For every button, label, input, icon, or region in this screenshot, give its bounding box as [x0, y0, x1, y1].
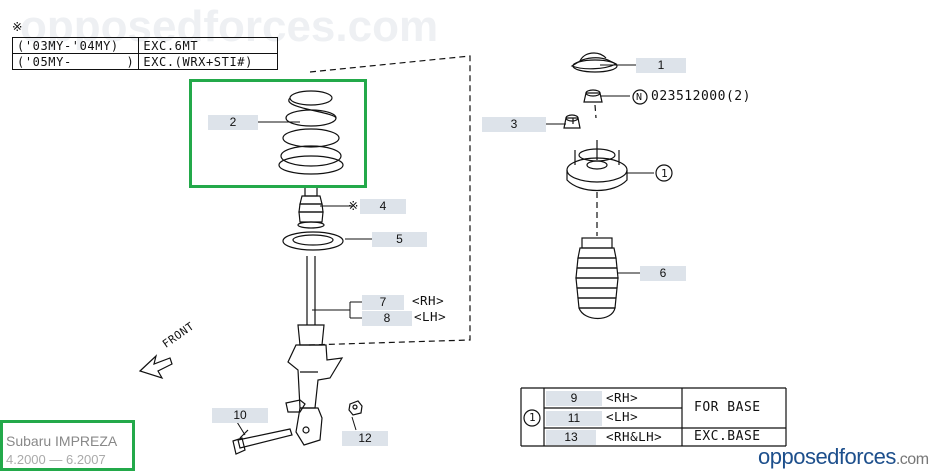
leader-lines: [236, 64, 654, 436]
strut-mount-drawing: [566, 140, 628, 191]
table-num-11[interactable]: 11: [546, 411, 602, 426]
table-side: <RH&LH>: [606, 429, 663, 444]
callout-10[interactable]: 10: [212, 408, 268, 423]
callout-1[interactable]: 1: [636, 58, 686, 73]
coil-spring-drawing: [278, 90, 344, 175]
brand-part-b: forces: [838, 444, 896, 469]
part-number-code: 023512000(2): [651, 89, 751, 104]
callout-12[interactable]: 12: [342, 431, 388, 446]
callout-8-side: <LH>: [414, 309, 447, 324]
table-num-13[interactable]: 13: [546, 430, 596, 445]
table-num-9[interactable]: 9: [546, 391, 602, 406]
spring-seat-drawing: [282, 231, 344, 251]
note-condition: EXC.(WRX+STI#): [138, 53, 279, 70]
nut-drawing: [348, 400, 363, 416]
helper-rubber-drawing: [297, 185, 325, 229]
dashed-connector: [307, 55, 598, 346]
mount-cap-drawing: [570, 52, 618, 73]
callout-6[interactable]: 6: [640, 266, 686, 281]
assembly-ref: 1: [661, 167, 669, 180]
callout-3[interactable]: 3: [482, 117, 546, 132]
brand-part-c: .com: [895, 451, 929, 468]
front-arrow: [138, 354, 173, 380]
flange-nut-drawing: [583, 89, 603, 103]
note-row: ('03MY-'04MY) EXC.6MT: [11, 37, 279, 54]
part-number-circle: N: [636, 92, 643, 103]
brand-part-a: opposed: [758, 444, 839, 469]
vehicle-name: Subaru IMPREZA: [6, 433, 118, 449]
bottom-table-lines: [520, 387, 787, 447]
table-side: <RH>: [606, 390, 639, 405]
callout-8[interactable]: 8: [362, 311, 412, 326]
self-locking-nut-drawing: [563, 114, 581, 129]
table-side: <LH>: [606, 409, 639, 424]
callout-7[interactable]: 7: [362, 295, 404, 310]
brand-logo: opposedforces.com: [758, 444, 929, 470]
circle-markers: [523, 89, 673, 427]
callout-2[interactable]: 2: [208, 115, 258, 130]
note-years: ('05MY- ): [11, 53, 140, 70]
bolt-drawing: [232, 428, 293, 455]
vehicle-dates: 4.2000 — 6.2007: [6, 452, 106, 467]
table-cond-a: FOR BASE: [694, 400, 761, 415]
dust-boot-drawing: [575, 237, 619, 320]
callout-4[interactable]: 4: [360, 199, 406, 214]
callout-5[interactable]: 5: [372, 232, 427, 247]
table-ref: 1: [529, 411, 537, 424]
vehicle-box: [0, 420, 135, 471]
note-row: ('05MY- ) EXC.(WRX+STI#): [11, 53, 279, 70]
callout-7-side: <RH>: [412, 293, 445, 308]
callout-4-mark: ※: [348, 198, 359, 213]
note-table: ('03MY-'04MY) EXC.6MT ('05MY- ) EXC.(WRX…: [11, 37, 279, 70]
strut-drawing: [285, 256, 344, 446]
highlight-box: [189, 79, 367, 188]
note-mark: ※: [12, 19, 23, 34]
table-cond-b: EXC.BASE: [694, 429, 761, 444]
